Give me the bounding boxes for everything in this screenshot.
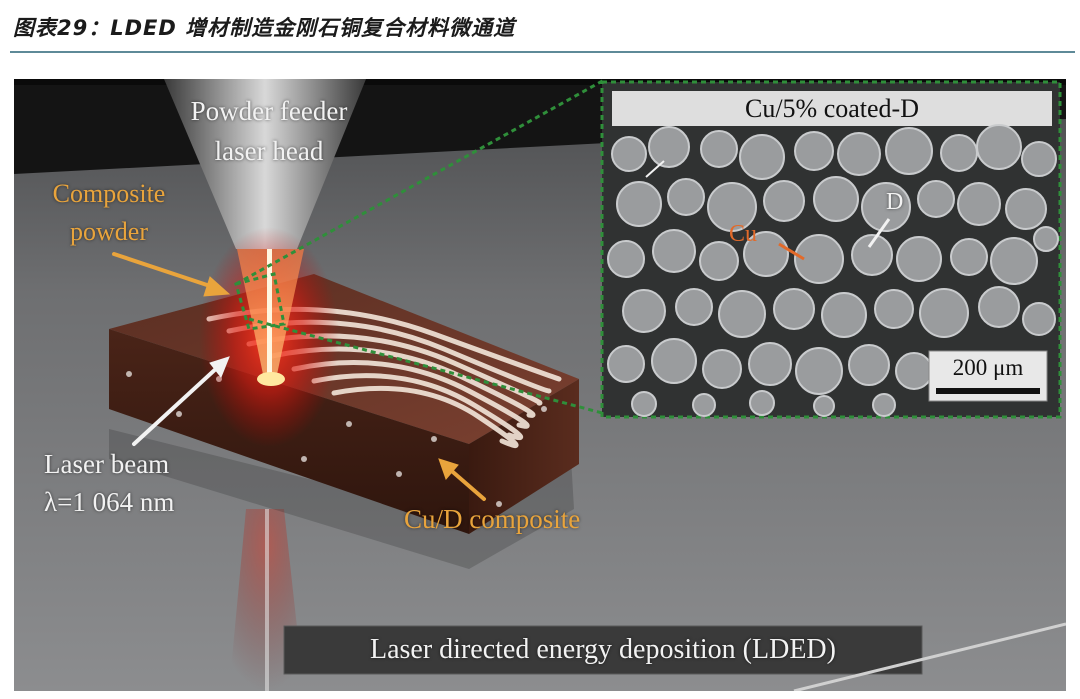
powder-feeder-label: Powder feeder laser head [190, 96, 348, 166]
title-rule [10, 51, 1075, 53]
scale-bar-label: 200 μm [952, 355, 1024, 380]
composite-powder-label: Composite powder [52, 179, 166, 246]
cu-d-composite-label: Cu/D composite [404, 504, 581, 534]
inset-label-cu: Cu [729, 221, 758, 247]
wavelength-label: λ=1 064 nm [44, 487, 175, 517]
laser-beam-label: Laser beam [44, 449, 170, 479]
inset-title: Cu/5% coated-D [744, 94, 919, 123]
lded-banner-label: Laser directed energy deposition (LDED) [370, 634, 836, 665]
scene-illustration [14, 79, 1066, 691]
inset-label-d: D [886, 189, 904, 215]
lded-diagram: Powder feeder laser head Composite powde… [14, 79, 1066, 691]
figure-title: 图表29：LDED 增材制造金刚石铜复合材料微通道 [13, 16, 516, 40]
